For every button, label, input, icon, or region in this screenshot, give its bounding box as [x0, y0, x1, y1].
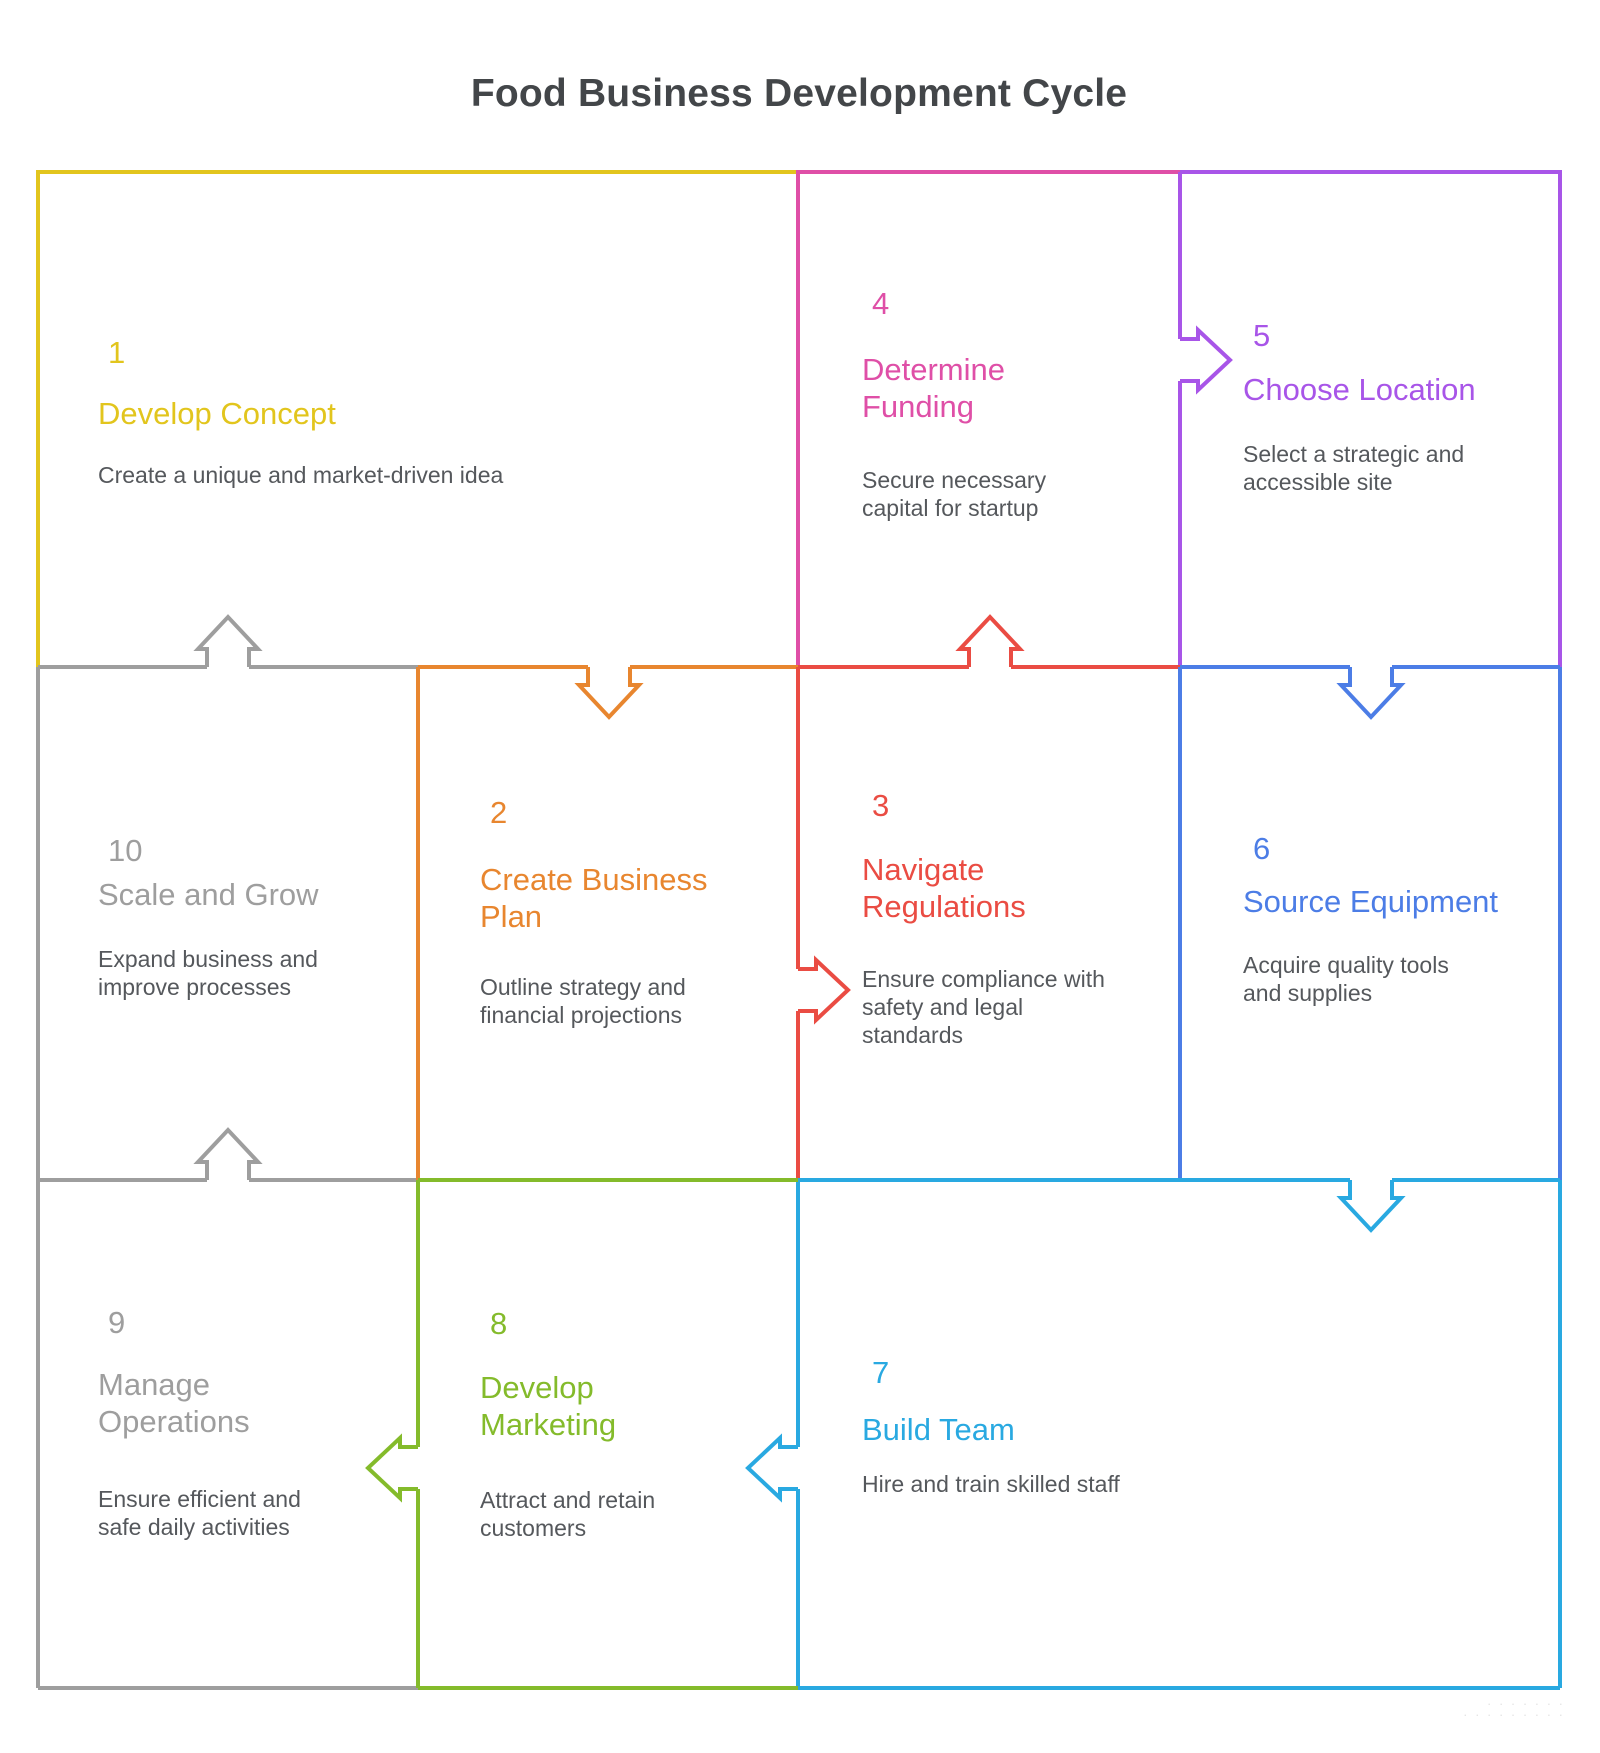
- cell-8-border: [416, 1178, 798, 1690]
- step-description: Expand business and improve processes: [98, 946, 318, 1000]
- step-number: 8: [490, 1306, 508, 1341]
- cell-1-border: [36, 170, 798, 667]
- step-title: Manage Operations: [98, 1367, 250, 1439]
- step-title: Develop Marketing: [480, 1370, 617, 1442]
- arrow-6-to-7-icon: [1336, 1180, 1406, 1233]
- step-number: 3: [872, 788, 890, 823]
- cell-4-border: [796, 170, 1180, 667]
- step-description: Ensure compliance with safety and legal …: [862, 966, 1105, 1048]
- step-description: Create a unique and market-driven idea: [98, 462, 504, 488]
- step-number: 9: [108, 1305, 126, 1340]
- step-title: Source Equipment: [1243, 884, 1499, 919]
- step-description: Attract and retain customers: [480, 1487, 656, 1541]
- arrow-10-to-1-icon: [193, 614, 263, 667]
- cell-6-border: [1178, 665, 1562, 1180]
- arrow-8-to-9-icon: [365, 1433, 418, 1503]
- step-description: Ensure efficient and safe daily activiti…: [98, 1486, 301, 1540]
- step-title: Choose Location: [1243, 372, 1476, 407]
- arrow-4-to-5-icon: [1180, 325, 1233, 395]
- arrow-5-to-6-icon: [1336, 667, 1406, 720]
- step-title: Develop Concept: [98, 396, 336, 431]
- step-number: 6: [1253, 831, 1271, 866]
- arrow-9-to-10-icon: [193, 1127, 263, 1180]
- step-description: Outline strategy and financial projectio…: [480, 974, 686, 1028]
- watermark-dots: · · · · · · · · · · · · · · · ·: [1463, 1696, 1565, 1722]
- cell-9-10-border: [36, 665, 418, 1690]
- arrow-2-to-3-icon: [798, 955, 851, 1025]
- step-number: 7: [872, 1355, 890, 1390]
- step-number: 1: [108, 335, 126, 370]
- step-number: 5: [1253, 318, 1271, 353]
- step-title: Scale and Grow: [98, 877, 319, 912]
- cell-5-border: [1178, 170, 1562, 667]
- cell-7-border: [796, 1178, 1562, 1690]
- step-title: Create Business Plan: [480, 862, 708, 934]
- cell-2-border: [416, 665, 798, 1180]
- step-description: Acquire quality tools and supplies: [1243, 952, 1449, 1006]
- page-title: Food Business Development Cycle: [470, 72, 1128, 115]
- step-title: Determine Funding: [862, 352, 1005, 424]
- step-number: 4: [872, 286, 890, 321]
- arrow-3-to-4-icon: [955, 614, 1025, 667]
- step-number: 2: [490, 795, 508, 830]
- step-description: Hire and train skilled staff: [862, 1471, 1120, 1497]
- arrow-7-to-8-icon: [745, 1433, 798, 1503]
- step-description: Secure necessary capital for startup: [862, 467, 1047, 521]
- cell-3-border: [796, 665, 1180, 1180]
- step-title: Build Team: [862, 1412, 1015, 1447]
- step-description: Select a strategic and accessible site: [1243, 441, 1465, 495]
- step-number: 10: [108, 833, 143, 868]
- arrow-1-to-2-icon: [574, 667, 644, 720]
- step-title: Navigate Regulations: [862, 852, 1026, 924]
